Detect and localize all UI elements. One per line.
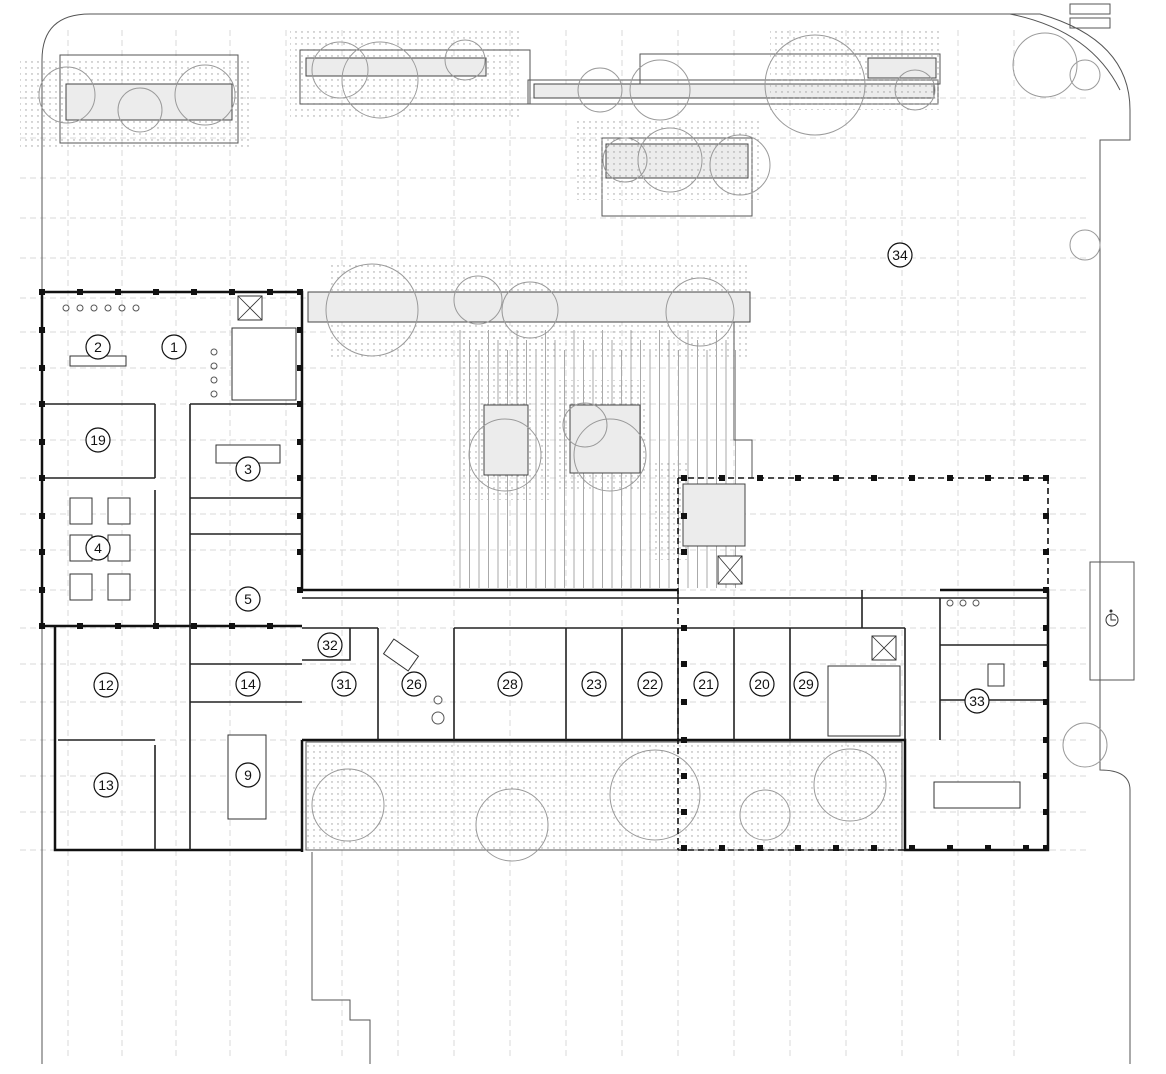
landscape-north [20, 30, 1101, 261]
room-number: 29 [798, 676, 814, 692]
room-label-33: 33 [964, 688, 990, 714]
site-boundary [41, 3, 1135, 1064]
room-number: 22 [642, 676, 658, 692]
room-label-1: 1 [161, 334, 187, 360]
room-label-13: 13 [93, 772, 119, 798]
courtyard [307, 262, 753, 588]
room-label-34: 34 [887, 242, 913, 268]
room-label-9: 9 [235, 762, 261, 788]
room-number: 28 [502, 676, 518, 692]
room-label-3: 3 [235, 456, 261, 482]
room-label-29: 29 [793, 671, 819, 697]
room-label-23: 23 [581, 671, 607, 697]
room-label-19: 19 [85, 427, 111, 453]
room-label-2: 2 [85, 334, 111, 360]
room-number: 1 [170, 339, 178, 355]
furniture [62, 304, 1021, 820]
room-number: 14 [240, 676, 256, 692]
room-number: 21 [698, 676, 714, 692]
room-number: 32 [322, 637, 338, 653]
room-label-14: 14 [235, 671, 261, 697]
room-label-21: 21 [693, 671, 719, 697]
landscape-south [305, 722, 1108, 862]
structural-columns [39, 289, 1049, 851]
room-number: 13 [98, 777, 114, 793]
room-number: 12 [98, 677, 114, 693]
room-number: 3 [244, 461, 252, 477]
room-number: 2 [94, 339, 102, 355]
room-label-20: 20 [749, 671, 775, 697]
wheelchair-icon [1105, 609, 1119, 627]
room-number: 19 [90, 432, 106, 448]
room-number: 31 [336, 676, 352, 692]
room-label-12: 12 [93, 672, 119, 698]
room-number: 20 [754, 676, 770, 692]
room-number: 9 [244, 767, 252, 783]
room-label-4: 4 [85, 535, 111, 561]
room-number: 34 [892, 247, 908, 263]
room-label-5: 5 [235, 586, 261, 612]
room-label-26: 26 [401, 671, 427, 697]
room-label-22: 22 [637, 671, 663, 697]
room-label-28: 28 [497, 671, 523, 697]
room-label-31: 31 [331, 671, 357, 697]
room-label-32: 32 [317, 632, 343, 658]
room-number: 5 [244, 591, 252, 607]
room-number: 26 [406, 676, 422, 692]
room-number: 33 [969, 693, 985, 709]
room-number: 23 [586, 676, 602, 692]
room-number: 4 [94, 540, 102, 556]
